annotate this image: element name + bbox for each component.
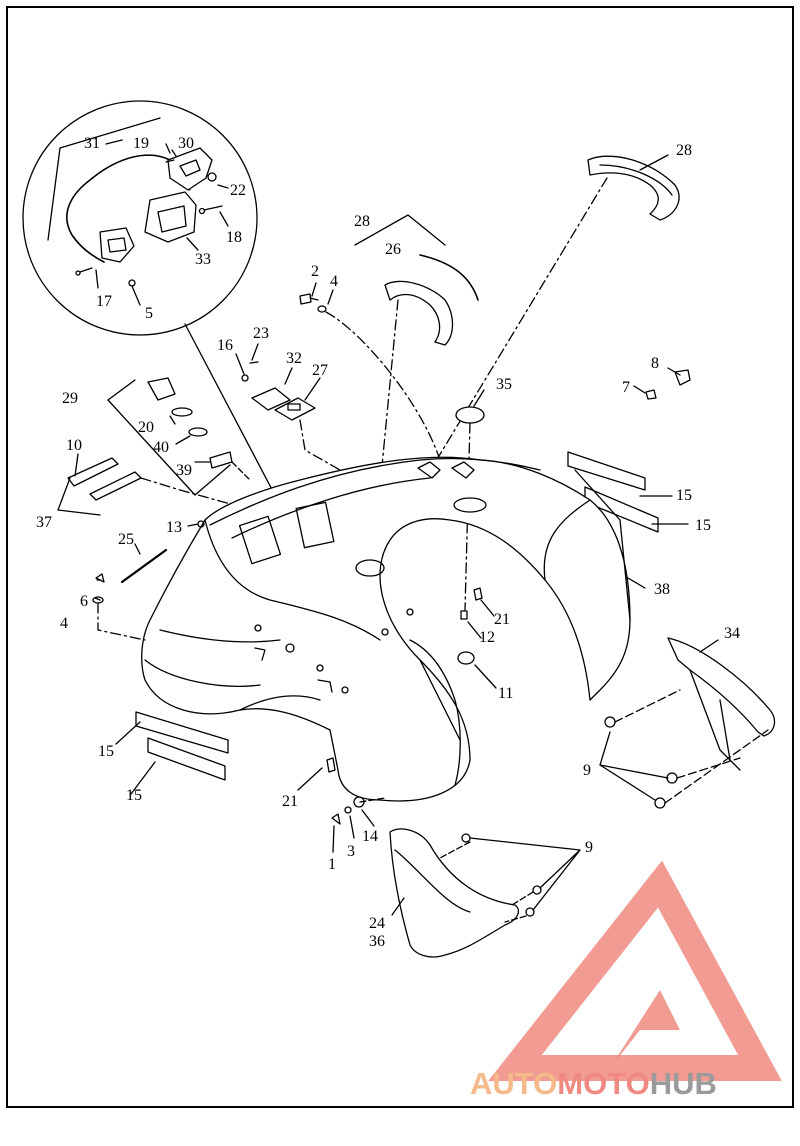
callout-32: 32 <box>286 350 302 367</box>
callout-36: 36 <box>369 933 385 950</box>
detail-circle <box>22 100 258 336</box>
callout-22: 22 <box>230 182 246 199</box>
callout-21a: 21 <box>494 611 510 628</box>
tape-strip-15d <box>147 737 226 781</box>
latch-cable <box>66 154 171 263</box>
nut-3 <box>344 806 352 814</box>
callout-4a: 4 <box>330 273 338 290</box>
side-cover-34 <box>667 637 776 737</box>
callout-17: 17 <box>96 293 112 310</box>
washer-4a <box>317 305 327 313</box>
callout-15c: 15 <box>98 743 114 760</box>
callout-35: 35 <box>496 376 512 393</box>
watermark-auto: AUTO <box>470 1066 557 1101</box>
callout-37: 37 <box>36 514 52 531</box>
detail-leader-line <box>184 323 289 521</box>
diagram-border <box>6 6 794 1108</box>
fastener-21b <box>326 757 336 773</box>
svg-text:AUTOMOTOHUB: AUTOMOTOHUB <box>470 1066 717 1101</box>
callout-33: 33 <box>195 251 211 268</box>
callout-38: 38 <box>654 581 670 598</box>
callout-6: 6 <box>80 593 88 610</box>
lid-trim-right <box>587 155 680 221</box>
callout-23: 23 <box>253 325 269 342</box>
callout-11: 11 <box>498 685 513 702</box>
callout-14: 14 <box>362 828 378 845</box>
callout-18: 18 <box>226 229 242 246</box>
callout-28b: 28 <box>354 213 370 230</box>
emblem-35 <box>455 406 485 424</box>
grommet-9e <box>532 885 542 895</box>
lid-trim-middle <box>384 280 454 346</box>
callout-40: 40 <box>153 439 169 456</box>
callout-1: 1 <box>328 856 336 873</box>
grommet-9f <box>525 907 535 917</box>
actuator-body <box>167 147 213 191</box>
clip-8 <box>674 369 691 386</box>
trim-25 <box>120 548 168 584</box>
screw-6 <box>95 573 105 583</box>
callout-19: 19 <box>133 135 149 152</box>
seal-20 <box>171 407 193 417</box>
fastener-21a <box>473 587 483 601</box>
callout-16: 16 <box>217 337 233 354</box>
callout-8: 8 <box>651 355 659 372</box>
callout-4b: 4 <box>60 615 68 632</box>
callout-5: 5 <box>145 305 153 322</box>
callout-26: 26 <box>385 241 401 258</box>
callout-2: 2 <box>311 263 319 280</box>
callout-9a: 9 <box>583 762 591 779</box>
logo-triangle-outer <box>488 860 782 1081</box>
callout-30: 30 <box>178 135 194 152</box>
gasket-32 <box>251 387 291 411</box>
callout-13: 13 <box>166 519 182 536</box>
lower-panel <box>389 828 519 958</box>
logo-inner-mark <box>610 990 680 1068</box>
callout-28a: 28 <box>676 142 692 159</box>
callout-39: 39 <box>176 462 192 479</box>
bolt-2 <box>299 293 312 305</box>
callout-15d: 15 <box>126 787 142 804</box>
callout-20: 20 <box>138 419 154 436</box>
clip-12 <box>460 610 468 620</box>
tape-strip-15c <box>135 711 229 754</box>
grommet-9d <box>461 833 471 843</box>
watermark-moto: MOTO <box>557 1066 649 1101</box>
trim-strip-26 <box>419 254 479 301</box>
callout-9b: 9 <box>585 839 593 856</box>
screw-1 <box>331 813 341 825</box>
lock-cylinder <box>147 377 176 401</box>
callout-10: 10 <box>66 437 82 454</box>
callout-29: 29 <box>62 390 78 407</box>
latch-bracket <box>144 191 197 243</box>
callout-25: 25 <box>118 531 134 548</box>
callout-34: 34 <box>724 625 740 642</box>
callout-7: 7 <box>622 379 630 396</box>
callout-3: 3 <box>347 843 355 860</box>
seal-strip-37 <box>89 471 142 501</box>
watermark-logo: AUTOMOTOHUB <box>470 860 782 1101</box>
callout-15a: 15 <box>676 487 692 504</box>
callout-27: 27 <box>312 362 328 379</box>
gasket-27 <box>274 397 316 421</box>
clip-7 <box>645 389 657 400</box>
callout-31: 31 <box>84 135 100 152</box>
callout-12: 12 <box>479 629 495 646</box>
grommet-9c <box>654 797 666 809</box>
callout-24: 24 <box>369 915 385 932</box>
seal-strip-10 <box>67 457 119 487</box>
callout-15b: 15 <box>695 517 711 534</box>
callout-21b: 21 <box>282 793 298 810</box>
nut-40 <box>188 427 208 437</box>
tape-strip-15a <box>567 451 646 491</box>
watermark-hub: HUB <box>650 1066 717 1101</box>
grommet-11 <box>457 651 475 665</box>
grommet-9a <box>604 716 616 728</box>
latch-mechanism <box>99 227 135 263</box>
